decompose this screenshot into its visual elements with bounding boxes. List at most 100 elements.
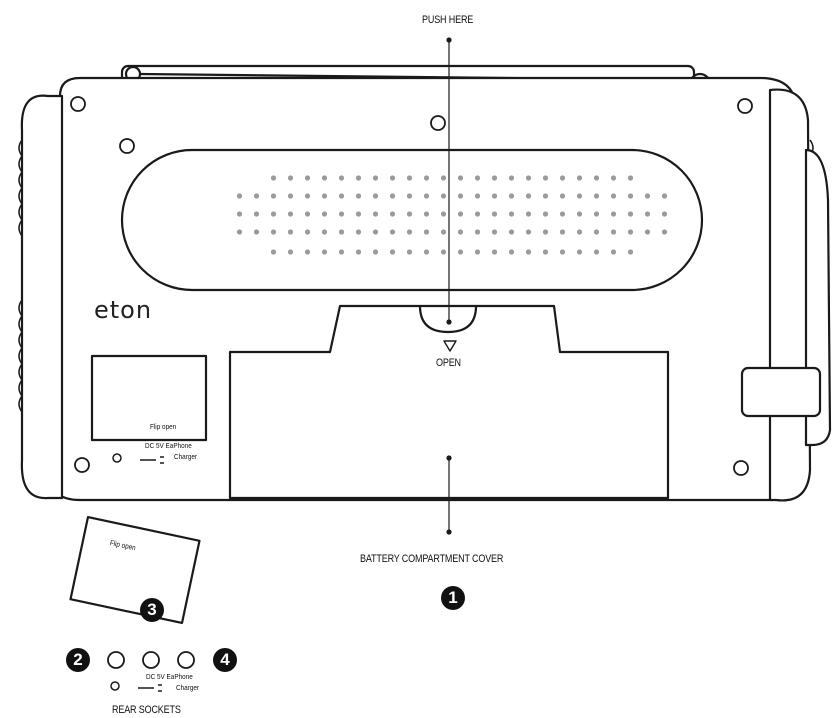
grille-hole <box>389 175 396 181</box>
grille-hole <box>270 249 277 255</box>
grille-hole <box>406 211 413 217</box>
grille-hole <box>542 211 549 217</box>
speaker-grille <box>120 148 704 292</box>
grille-hole <box>576 193 583 199</box>
grille-hole <box>287 249 294 255</box>
grille-hole <box>338 211 345 217</box>
grille-hole <box>304 249 311 255</box>
grille-hole <box>542 175 549 181</box>
grille-hole <box>321 211 328 217</box>
grille-hole <box>389 249 396 255</box>
screw-holes <box>70 96 753 476</box>
leader-dots <box>446 37 452 535</box>
grille-hole <box>474 193 481 199</box>
open-arrow-icon <box>443 340 457 352</box>
grille-hole <box>661 229 668 235</box>
grille-hole <box>661 193 668 199</box>
grille-hole <box>542 193 549 199</box>
battery-compartment-cover <box>228 304 670 500</box>
grille-hole <box>253 211 260 217</box>
left-grip <box>20 94 64 500</box>
grille-hole <box>525 249 532 255</box>
grille-hole <box>372 229 379 235</box>
grille-hole <box>440 193 447 199</box>
push-tab <box>418 305 478 334</box>
flap-card <box>69 515 201 625</box>
grille-hole <box>321 193 328 199</box>
flip-open-label: Flip open <box>150 422 177 431</box>
grille-hole <box>508 211 515 217</box>
grille-hole <box>627 193 634 199</box>
grille-hole <box>440 175 447 181</box>
grille-hole <box>474 211 481 217</box>
grille-hole <box>525 193 532 199</box>
grille-hole <box>610 229 617 235</box>
grille-hole <box>457 249 464 255</box>
grille-hole <box>321 175 328 181</box>
grille-hole <box>253 229 260 235</box>
grille-hole <box>457 211 464 217</box>
brand-logo: eton <box>94 296 153 324</box>
grille-hole <box>270 211 277 217</box>
grille-hole <box>491 175 498 181</box>
grille-hole <box>627 211 634 217</box>
grille-hole <box>236 193 243 199</box>
grille-hole <box>304 175 311 181</box>
grille-hole <box>610 249 617 255</box>
grille-hole <box>440 229 447 235</box>
grille-hole <box>440 211 447 217</box>
grille-hole <box>321 229 328 235</box>
grille-hole <box>508 193 515 199</box>
grille-hole <box>576 211 583 217</box>
socket-caption-line1: DC 5V EaPhone <box>145 441 192 450</box>
right-grip <box>768 88 812 502</box>
grille-hole <box>287 175 294 181</box>
grille-hole <box>355 175 362 181</box>
grille-hole <box>542 249 549 255</box>
grille-hole <box>270 175 277 181</box>
grille-hole <box>525 175 532 181</box>
grille-hole <box>491 193 498 199</box>
grille-hole <box>508 249 515 255</box>
grille-hole <box>287 211 294 217</box>
grille-hole <box>406 229 413 235</box>
grille-hole <box>270 229 277 235</box>
rear-sockets-label: REAR SOCKETS <box>112 704 181 716</box>
grille-hole <box>576 249 583 255</box>
grille-hole <box>610 211 617 217</box>
grille-hole <box>406 193 413 199</box>
grille-hole <box>644 193 651 199</box>
grille-hole <box>644 211 651 217</box>
grille-hole <box>508 229 515 235</box>
grille-hole <box>593 211 600 217</box>
grille-hole <box>474 175 481 181</box>
grille-hole <box>559 211 566 217</box>
grille-hole <box>338 229 345 235</box>
grille-hole <box>457 175 464 181</box>
battery-cover-label: BATTERY COMPARTMENT COVER <box>360 553 504 565</box>
grille-hole <box>355 193 362 199</box>
rear-sockets <box>107 651 195 692</box>
grille-hole <box>627 249 634 255</box>
grille-hole <box>389 211 396 217</box>
grille-hole <box>355 229 362 235</box>
grille-hole <box>372 211 379 217</box>
grille-hole <box>661 211 668 217</box>
grille-hole <box>423 229 430 235</box>
grille-hole <box>253 193 260 199</box>
push-here-label: PUSH HERE <box>422 14 474 26</box>
grille-hole <box>406 175 413 181</box>
grille-hole <box>593 193 600 199</box>
grille-hole <box>576 229 583 235</box>
grille-hole <box>491 229 498 235</box>
grille-hole <box>372 249 379 255</box>
grille-hole <box>559 249 566 255</box>
grille-hole <box>338 175 345 181</box>
grille-hole <box>593 229 600 235</box>
open-label: OPEN <box>436 357 461 369</box>
grille-hole <box>423 193 430 199</box>
grille-hole <box>593 249 600 255</box>
rear-socket-caption-line2: Charger <box>176 683 200 692</box>
socket-flap <box>90 354 208 442</box>
